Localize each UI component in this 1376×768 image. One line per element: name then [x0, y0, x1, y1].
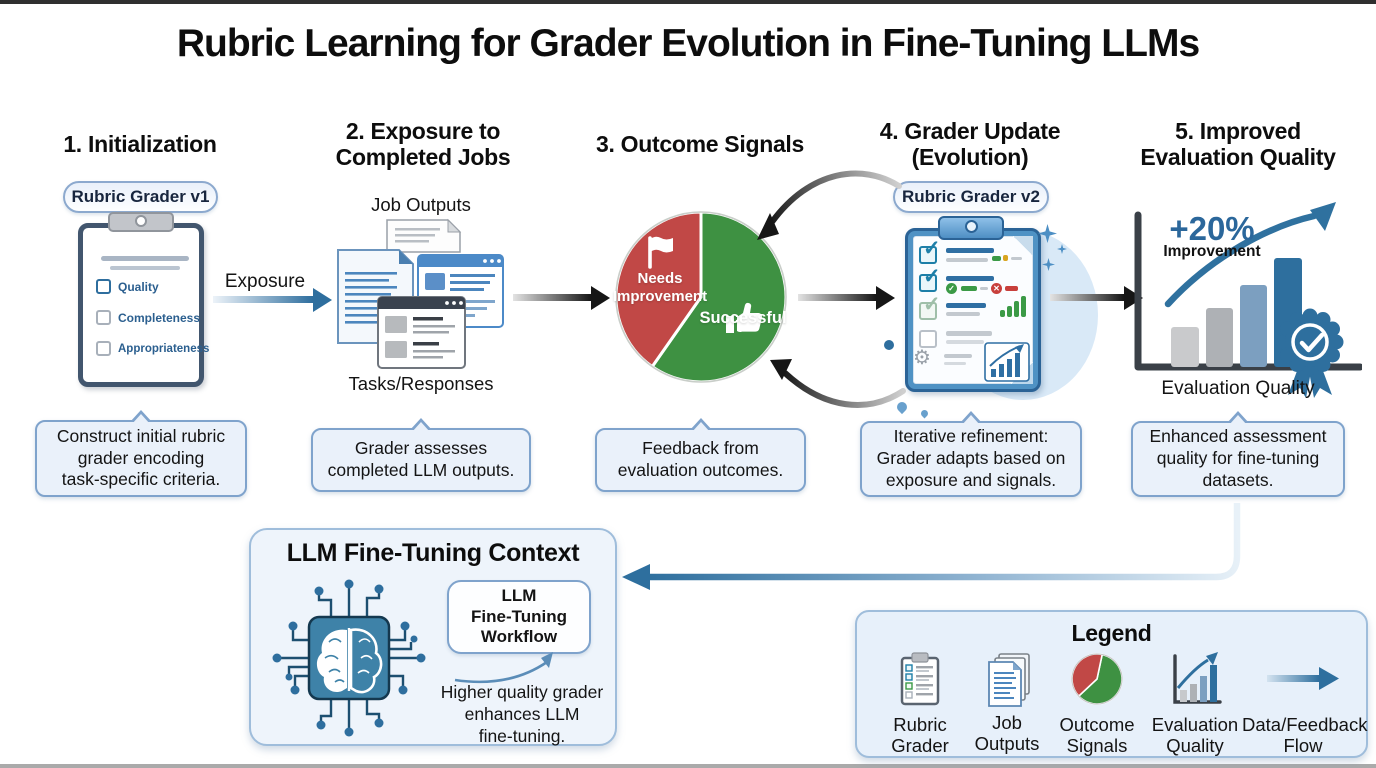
- step5-header: 5. Improved Evaluation Quality: [1140, 118, 1336, 170]
- legend-item: Outcome Signals: [1049, 650, 1145, 757]
- evaluation-quality-icon: [1173, 652, 1222, 704]
- context-box-title: LLM Fine-Tuning Context: [286, 539, 580, 567]
- curved-arrow-icon: [454, 652, 553, 684]
- checklist-item-label: Quality: [118, 279, 159, 294]
- legend-box: Legend Rubric Grader: [855, 610, 1368, 758]
- page-fold-corner: [1013, 236, 1033, 256]
- job-outputs-icon: [988, 653, 1030, 707]
- legend-title: Legend: [1071, 620, 1152, 646]
- arrow-step3-to-step4-icon: [798, 294, 876, 301]
- feedback-to-context-arrow-icon: [648, 503, 1241, 581]
- checklist-row: Appropriateness: [96, 341, 209, 356]
- rubric-grader-v2-pill: Rubric Grader v2: [893, 181, 1049, 213]
- step1-header: 1. Initialization: [63, 131, 217, 157]
- gear-icon: ⚙: [913, 347, 931, 369]
- pie-positive-label: Successful: [699, 309, 787, 327]
- data-feedback-flow-icon: [1267, 667, 1339, 690]
- checkbox-icon: [96, 310, 111, 325]
- legend-item-label: Rubric Grader: [891, 714, 949, 757]
- step5-caption: Enhanced assessment quality for fine-tun…: [1131, 411, 1345, 497]
- rubric-grader-v1-clipboard-icon: Quality Completeness Appropriateness: [78, 223, 209, 387]
- decorative-dot: [884, 340, 894, 350]
- llm-fine-tuning-context-box: LLM Fine-Tuning Context: [249, 528, 617, 746]
- thumbs-up-icon: [726, 302, 763, 333]
- legend-item: Evaluation Quality: [1145, 650, 1245, 757]
- pie-negative-label: Needs Improvement: [612, 270, 708, 305]
- job-outputs-documents-icon: [337, 218, 504, 369]
- arrow-step4-to-step5-icon: [1050, 294, 1124, 301]
- step2-caption: Grader assesses completed LLM outputs.: [311, 418, 531, 492]
- checklist-item-label: Appropriateness: [118, 342, 210, 355]
- feedback-curve-top-icon: [769, 170, 902, 225]
- award-badge-icon: [1276, 308, 1344, 398]
- checked-checkbox-icon: ✓: [919, 237, 941, 264]
- pass-icon: ✓: [946, 283, 957, 294]
- checked-checkbox-icon: ✓: [919, 293, 941, 320]
- brain-chip-icon: [272, 579, 426, 737]
- rubric-grader-v2-label: Rubric Grader v2: [902, 187, 1040, 206]
- exposure-arrow-icon: [213, 296, 313, 303]
- bottom-edge-artifact: [0, 764, 1376, 768]
- page-title: Rubric Learning for Grader Evolution in …: [176, 22, 1200, 65]
- evaluation-quality-chart-icon: [1134, 202, 1362, 398]
- checklist-row: Quality: [96, 279, 159, 294]
- empty-checkbox-icon: [919, 330, 937, 348]
- rubric-grader-v1-pill: Rubric Grader v1: [63, 181, 218, 213]
- decorative-drop: [894, 399, 910, 415]
- improvement-metric: +20%: [1169, 210, 1255, 247]
- mini-growth-chart-icon: [984, 342, 1030, 382]
- legend-item-label: Data/Feedback Flow: [1242, 714, 1368, 757]
- step2-header: 2. Exposure to Completed Jobs: [335, 118, 511, 170]
- sparkle-icon: [1057, 244, 1067, 254]
- feedback-curve-bottom-icon: [782, 370, 906, 408]
- step3-caption: Feedback from evaluation outcomes.: [595, 418, 806, 492]
- llm-workflow-box: LLM Fine-Tuning Workflow: [447, 580, 591, 654]
- step4-header: 4. Grader Update (Evolution): [879, 118, 1061, 170]
- legend-item-label: Outcome Signals: [1059, 714, 1135, 757]
- job-outputs-label: Job Outputs: [371, 194, 471, 215]
- context-caption: Higher quality grader enhances LLM fine-…: [440, 682, 604, 746]
- top-edge-artifact: [0, 0, 1376, 4]
- step1-caption: Construct initial rubric grader encoding…: [35, 410, 247, 497]
- fail-icon: ✕: [991, 283, 1002, 294]
- legend-item-label: Evaluation Quality: [1151, 714, 1239, 757]
- legend-item: Rubric Grader: [875, 650, 965, 757]
- checklist-row: Completeness: [96, 310, 200, 325]
- exposure-arrow-label: Exposure: [224, 271, 306, 292]
- flag-icon: [648, 236, 673, 269]
- outcome-signals-icon: [1071, 653, 1123, 705]
- tasks-responses-label: Tasks/Responses: [348, 373, 494, 394]
- decorative-drop: [919, 408, 930, 419]
- legend-item: Job Outputs: [962, 650, 1052, 755]
- clipboard-clip-hole: [135, 215, 147, 227]
- improvement-metric-caption: Improvement: [1163, 243, 1261, 260]
- outcome-signals-pie-icon: [614, 210, 788, 384]
- rubric-grader-icon: [900, 652, 940, 706]
- checkbox-icon: [96, 341, 111, 356]
- checked-checkbox-icon: ✓: [919, 265, 941, 292]
- rubric-grader-v1-label: Rubric Grader v1: [71, 187, 210, 206]
- checklist-item-label: Completeness: [118, 310, 201, 325]
- checkbox-icon: [96, 279, 111, 294]
- legend-item: Data/Feedback Flow: [1242, 650, 1368, 757]
- step4-caption: Iterative refinement: Grader adapts base…: [860, 411, 1082, 497]
- legend-item-label: Job Outputs: [974, 712, 1040, 755]
- step3-header: 3. Outcome Signals: [595, 131, 805, 157]
- evaluation-quality-axis-label: Evaluation Quality: [1161, 378, 1315, 399]
- arrow-step2-to-step3-icon: [513, 294, 591, 301]
